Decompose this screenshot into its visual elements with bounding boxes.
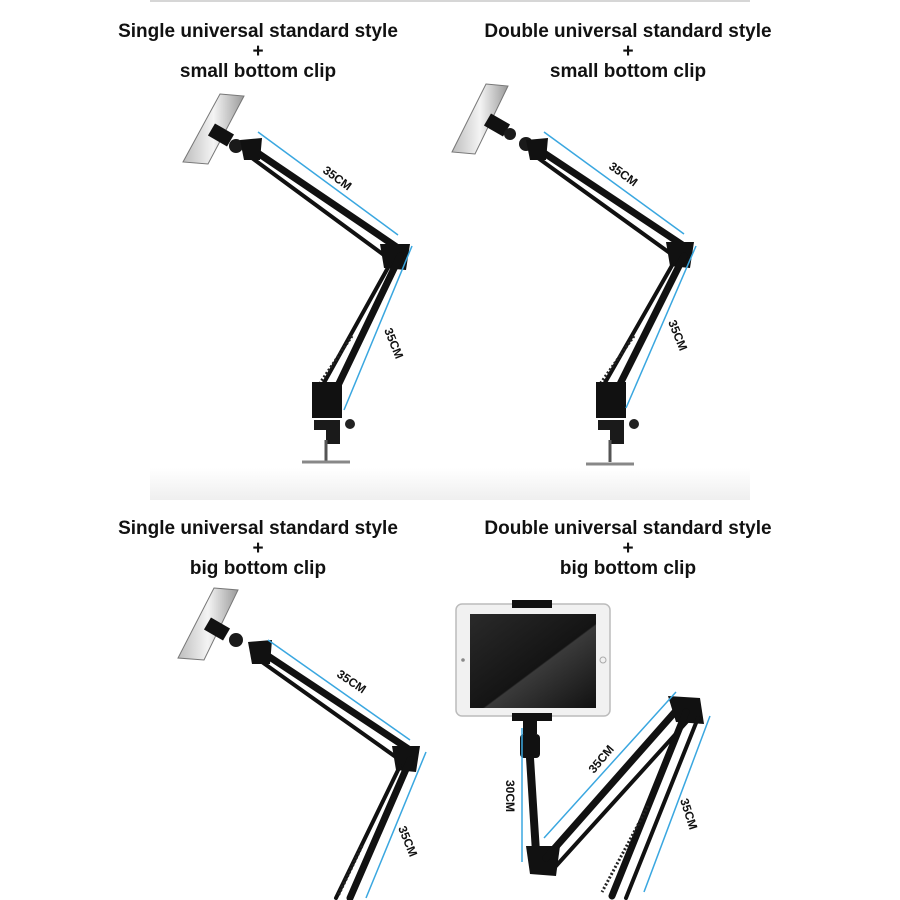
panel-2-stand: 35CM 35CM	[451, 83, 697, 466]
ball-joint-icon	[229, 139, 243, 153]
base-mount-icon	[312, 382, 342, 418]
phone-clamp-icon	[207, 123, 235, 147]
top-divider	[150, 0, 750, 2]
panel-1-title: Single universal standard style	[118, 21, 398, 42]
dimension-line-lower	[365, 751, 427, 899]
small-clip-icon	[598, 420, 624, 444]
panel-2-title: Double universal standard style	[484, 21, 772, 42]
panel-1-caption: Single universal standard style + small …	[78, 22, 438, 82]
panel-4-plus: +	[622, 538, 634, 559]
tablet-screen	[470, 614, 596, 708]
dimension-line-lower	[343, 245, 413, 411]
panel-1-subtitle: small bottom clip	[179, 61, 337, 82]
tablet-clamp-bottom	[512, 713, 552, 721]
panel-4-dimension-pole: 30CM	[503, 780, 517, 812]
panel-1-plus: +	[252, 41, 264, 62]
ball-joint-icon	[504, 128, 516, 140]
dimension-line-lower	[625, 245, 697, 409]
panel-2-plus: +	[622, 41, 634, 62]
panel-2-subtitle: small bottom clip	[549, 61, 707, 82]
panel-4-dimension-upper: 35CM	[586, 742, 617, 776]
panel-4-title: Double universal standard style	[484, 518, 772, 539]
dimension-line-lower	[643, 715, 711, 893]
panel-2-dimension-lower: 35CM	[665, 318, 690, 353]
panel-1-dimension-upper: 35CM	[320, 163, 354, 193]
panel-3-dimension-upper: 35CM	[334, 667, 368, 697]
panel-2-caption: Double universal standard style + small …	[448, 22, 808, 82]
panel-3-caption: Single universal standard style + big bo…	[78, 519, 438, 579]
panel-3-dimension-lower: 35CM	[395, 824, 420, 859]
ball-joint-icon	[520, 734, 540, 758]
camera-dot-icon	[461, 658, 465, 662]
panel-4-subtitle: big bottom clip	[559, 558, 697, 579]
panel-3-title: Single universal standard style	[118, 518, 398, 539]
dimension-line-upper	[543, 691, 677, 839]
panel-3-subtitle: big bottom clip	[189, 558, 327, 579]
tablet-clamp-top	[512, 600, 552, 608]
elbow-joint-icon	[380, 244, 410, 270]
tablet-edge-icon	[451, 83, 509, 155]
ball-joint-icon	[229, 633, 243, 647]
panel-3-stand: 35CM 35CM	[177, 587, 427, 900]
phone-clamp-icon	[483, 113, 511, 137]
panel-4-caption: Double universal standard style + big bo…	[448, 519, 808, 579]
panel-4-dimension-lower: 35CM	[677, 797, 700, 832]
dimension-line-upper	[257, 131, 399, 236]
panel-1-dimension-lower: 35CM	[381, 326, 406, 361]
base-mount-icon	[596, 382, 626, 418]
panel-floor-shadow	[150, 468, 750, 500]
small-clip-icon	[314, 420, 340, 444]
home-button-icon	[599, 656, 607, 664]
dimension-line-upper	[267, 639, 411, 741]
dimension-line-upper	[543, 131, 685, 235]
panel-4-stand: 30CM 35CM 35CM	[455, 600, 711, 900]
panel-3-plus: +	[252, 538, 264, 559]
panel-2-dimension-upper: 35CM	[606, 159, 640, 189]
panel-1-stand: 35CM 35CM	[182, 93, 413, 464]
phone-clamp-icon	[203, 617, 231, 641]
